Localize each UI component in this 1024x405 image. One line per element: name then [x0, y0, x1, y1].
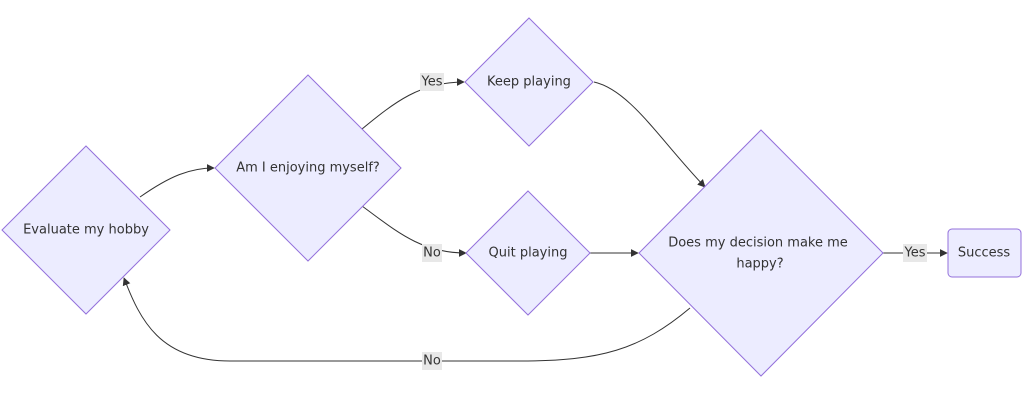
node-evaluate-hobby: Evaluate my hobby	[1, 145, 171, 315]
edge-evaluate-to-enjoying	[139, 164, 215, 198]
edge-enjoying-to-keep	[361, 78, 465, 130]
svg-text:Success: Success	[958, 246, 1011, 261]
svg-text:Am I enjoying myself?: Am I enjoying myself?	[236, 161, 380, 176]
edge-label-no-evaluate: No	[422, 352, 442, 370]
edge-decision-to-evaluate	[122, 277, 691, 362]
edge-label-no-quit: No	[422, 244, 442, 262]
svg-text:Yes: Yes	[421, 75, 443, 90]
svg-text:Keep playing: Keep playing	[487, 75, 571, 90]
edge-label-yes-keep: Yes	[420, 73, 444, 91]
node-enjoying-myself: Am I enjoying myself?	[214, 74, 402, 262]
svg-text:happy?: happy?	[736, 257, 783, 272]
node-success: Success	[947, 228, 1022, 278]
edge-keep-to-decision	[593, 81, 706, 188]
svg-text:No: No	[423, 246, 441, 261]
edge-enjoying-to-quit	[361, 205, 467, 257]
node-decision-happy: Does my decision make me happy?	[638, 129, 884, 377]
svg-text:Yes: Yes	[904, 246, 926, 261]
svg-text:Does my decision make me: Does my decision make me	[668, 236, 848, 251]
svg-text:No: No	[423, 354, 441, 369]
node-quit-playing: Quit playing	[465, 190, 591, 316]
svg-text:Evaluate my hobby: Evaluate my hobby	[23, 223, 149, 238]
edge-label-yes-success: Yes	[903, 244, 927, 262]
node-keep-playing: Keep playing	[464, 17, 594, 147]
svg-text:Quit playing: Quit playing	[489, 246, 568, 261]
